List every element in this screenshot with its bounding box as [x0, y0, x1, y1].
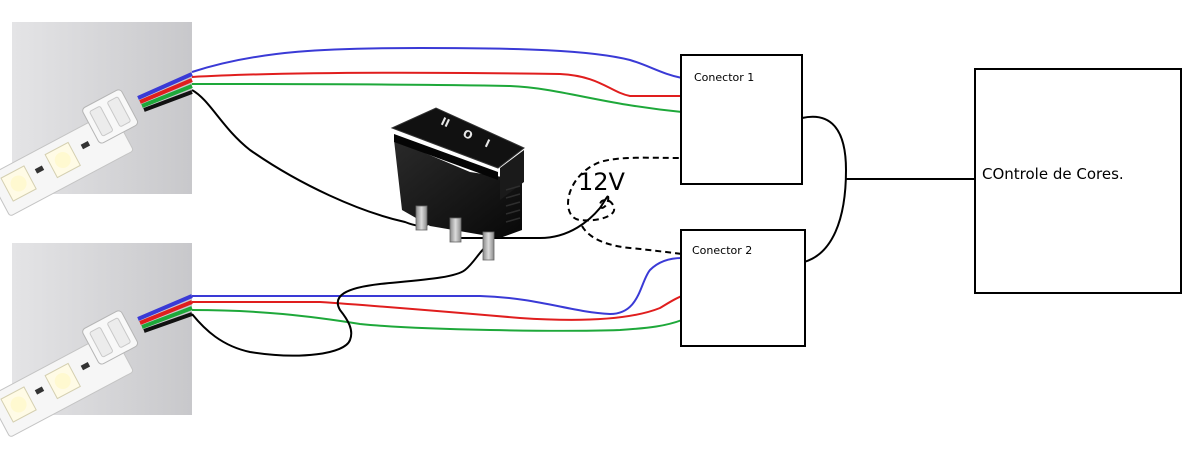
wires-strip2-to-connector2 — [191, 243, 683, 357]
wire-red-2 — [192, 295, 683, 321]
wire-blue-1 — [191, 46, 683, 79]
switch-ridges — [505, 185, 521, 223]
led-strip-1 — [0, 22, 193, 216]
switch-terminal-2 — [449, 217, 462, 243]
wire-green-1 — [191, 83, 683, 113]
strip-connector-1 — [82, 89, 139, 144]
led-strip-2 — [0, 243, 193, 437]
wire-green-2 — [191, 309, 683, 332]
switch-terminal-1 — [415, 205, 428, 231]
connector-2-label: Conector 2 — [692, 244, 752, 257]
wire-12v-to-connector2-dashed — [581, 225, 683, 255]
connector-2-box: Conector 2 — [680, 229, 806, 347]
switch-symbol-one: I — [483, 137, 492, 151]
wire-black-2 — [191, 243, 490, 357]
switch-rocker — [390, 107, 525, 169]
color-controller-label: COntrole de Cores. — [982, 165, 1124, 183]
wire-black-1 — [191, 89, 433, 227]
wire-blue-2 — [192, 257, 683, 316]
wire-connector-loop — [801, 115, 848, 263]
strip-connector-2 — [82, 310, 139, 365]
color-controller-box: COntrole de Cores. — [974, 68, 1182, 294]
wire-red-1 — [191, 71, 682, 97]
voltage-label: 12V — [578, 168, 626, 196]
connector-1-label: Conector 1 — [694, 71, 754, 84]
rocker-switch: II O I — [390, 107, 525, 261]
wires-strip1-to-connector1 — [191, 46, 683, 227]
connector-1-box: Conector 1 — [680, 54, 803, 185]
switch-terminal-3 — [482, 231, 495, 261]
